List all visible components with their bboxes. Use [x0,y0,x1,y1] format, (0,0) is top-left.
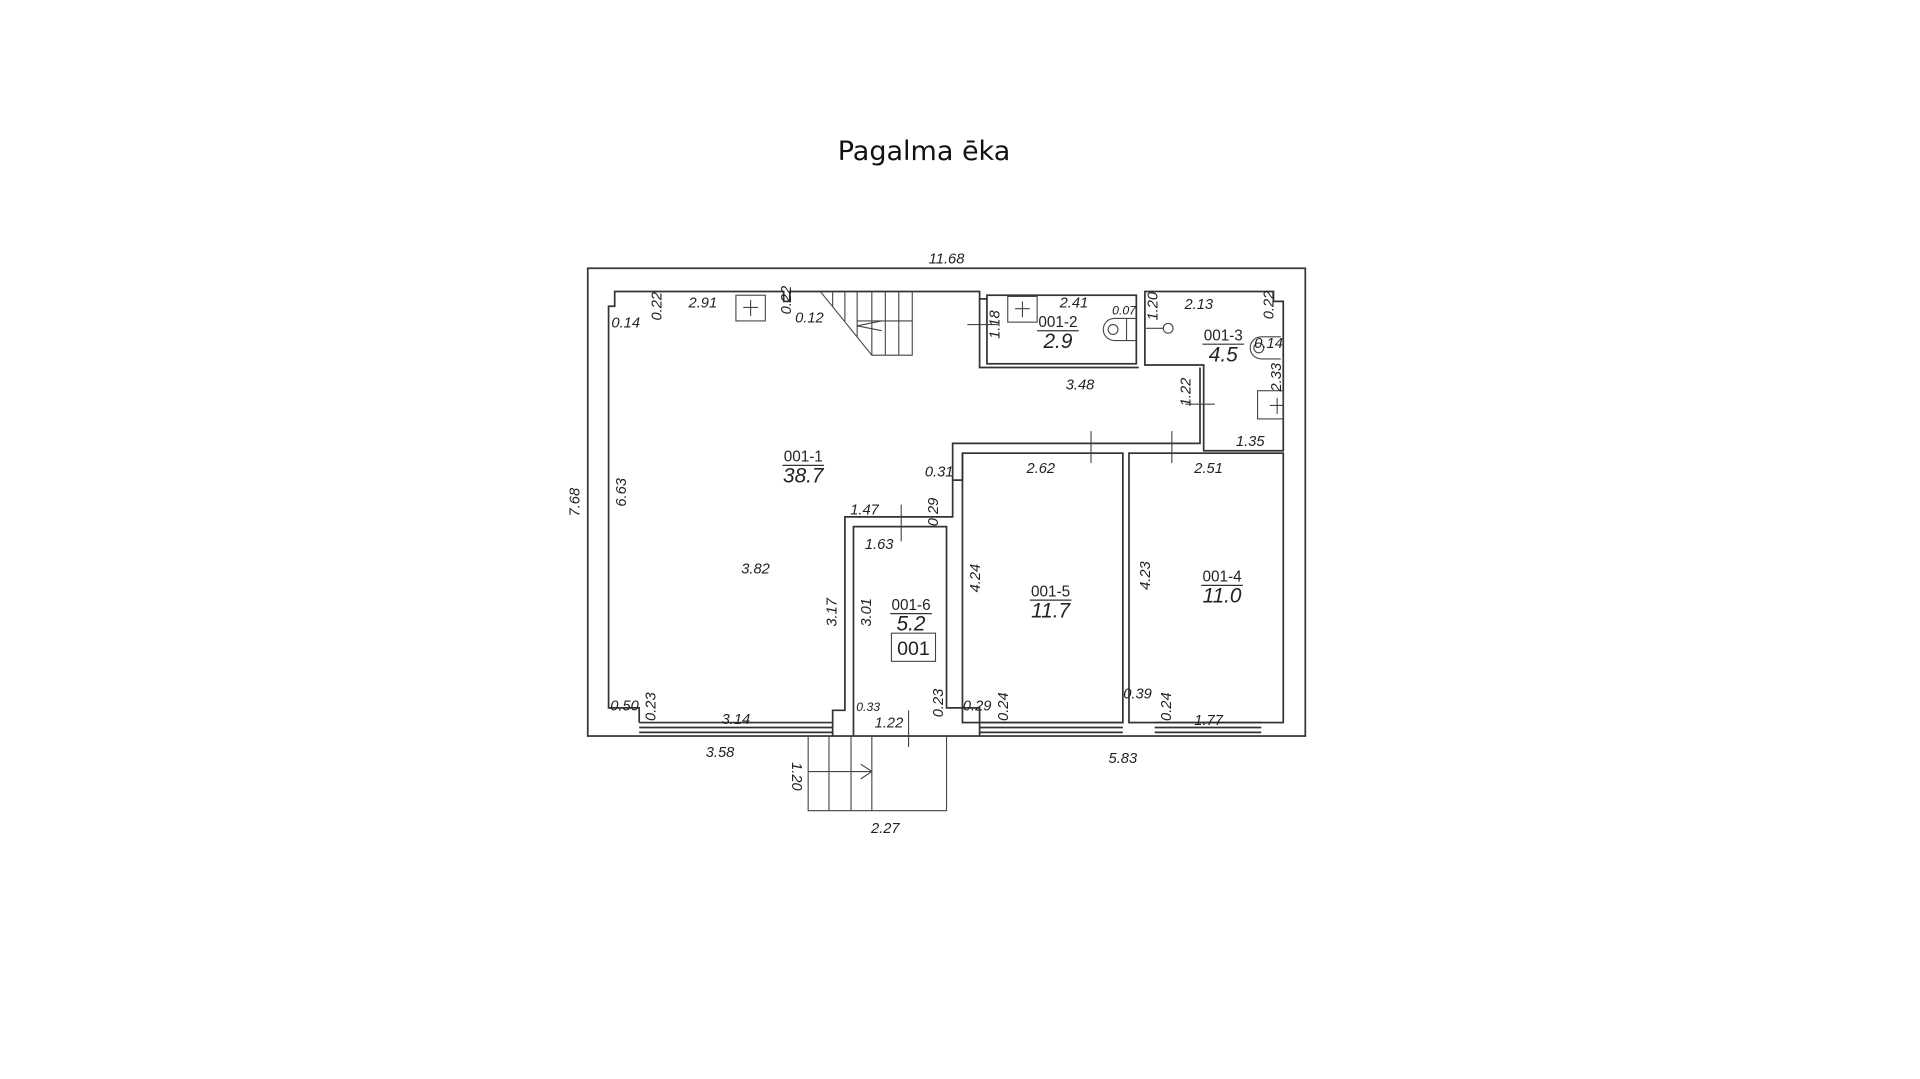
dimension-label: 11.68 [929,252,965,268]
door-marks [900,324,1215,748]
room-area: 38.7 [783,465,825,488]
dimension-label: 2.51 [1193,461,1223,477]
room-label-001-5: 001-511.7 [1029,583,1072,622]
dimension-label: 0.23 [931,688,947,717]
dimension-label: 2.91 [688,296,718,312]
dimension-label: 5.83 [1109,751,1138,767]
room-id: 001-2 [1038,314,1077,331]
room-001-2-wall [986,294,1138,365]
dimension-label: 1.20 [788,762,804,791]
dimension-label: 1.77 [1194,713,1223,729]
dimension-label: 0.22 [779,286,795,315]
dimension-label: 0.14 [1254,336,1283,352]
dimension-label: 0.23 [643,692,659,721]
dimension-label: 0.29 [963,699,992,715]
dimension-label: 3.58 [706,745,735,761]
dimension-label: 1.47 [850,503,879,519]
room-area: 4.5 [1209,343,1238,366]
dimension-label: 0.24 [1159,692,1175,721]
dimension-label: 3.14 [722,712,751,728]
dimension-label: 0.33 [856,700,880,714]
room-area: 2.9 [1042,330,1072,353]
dimension-label: 4.24 [968,564,984,593]
windows [639,721,1262,734]
dimension-label: 1.18 [987,309,1003,338]
dimension-label: 1.63 [865,537,894,553]
staircase-entrance [807,736,948,812]
dimension-label: 0.29 [926,498,942,527]
dimension-label: 2.41 [1059,296,1089,312]
unit-label: 001 [897,638,930,660]
room-id: 001-6 [891,597,930,614]
room-001-1-wall [607,290,1139,723]
dimension-label: 0.14 [611,315,640,331]
page-title: Pagalma ēka [837,136,1011,167]
room-label-001-1: 001-138.7 [782,449,825,488]
dimension-label: 1.22 [1178,378,1194,407]
sink-icon [735,294,766,322]
dimension-label: 0.12 [795,310,824,326]
room-001-6-wall [852,525,981,737]
dimension-label: 3.17 [825,597,841,626]
dimension-label: 2.62 [1026,461,1056,477]
room-label-001-3: 001-34.5 [1202,328,1245,366]
dimension-label: 0.22 [1262,291,1278,320]
room-area: 5.2 [897,613,926,636]
toilet-icon [1249,336,1281,360]
dimension-label: 3.48 [1066,378,1095,394]
room-id: 001-1 [784,449,823,466]
dimension-label: 1.20 [1145,291,1161,320]
dimension-label: 2.33 [1269,362,1285,392]
dimension-label: 0.31 [925,465,954,481]
room-label-001-2: 001-22.9 [1037,314,1079,353]
dimension-label: 3.01 [859,598,875,627]
dimension-label: 0.22 [649,292,665,321]
dimension-label: 6.63 [614,477,630,506]
room-id: 001-5 [1031,583,1070,600]
dimension-label: 2.27 [870,821,900,837]
toilet-icon [1102,317,1137,342]
staircase-interior [819,291,913,356]
room-001-3-wall [1144,290,1285,452]
sink-icon [1257,390,1284,420]
room-area: 11.7 [1031,599,1071,622]
dimension-label: 4.23 [1138,561,1154,590]
dimension-label: 2.13 [1183,297,1213,313]
room-id: 001-3 [1204,328,1243,345]
room-area: 11.0 [1203,585,1242,608]
dimension-label: 7.68 [567,487,583,516]
room-label-001-6: 001-65.2 [890,597,932,636]
dimension-label: 0.39 [1123,686,1152,702]
room-label-001-4: 001-411.0 [1201,569,1243,608]
unit-box [890,632,937,662]
walls [586,267,1307,737]
room-id: 001-4 [1202,569,1242,586]
dimension-label: 0.24 [996,692,1012,721]
dimension-label: 1.35 [1236,434,1265,450]
dimension-label: 1.22 [875,716,904,732]
dimension-label: 0.07 [1112,303,1137,317]
fixtures [735,294,1284,748]
dimension-label: 0.50 [610,699,639,715]
dimension-label: 3.82 [741,561,770,577]
sink-icon [1007,295,1038,323]
